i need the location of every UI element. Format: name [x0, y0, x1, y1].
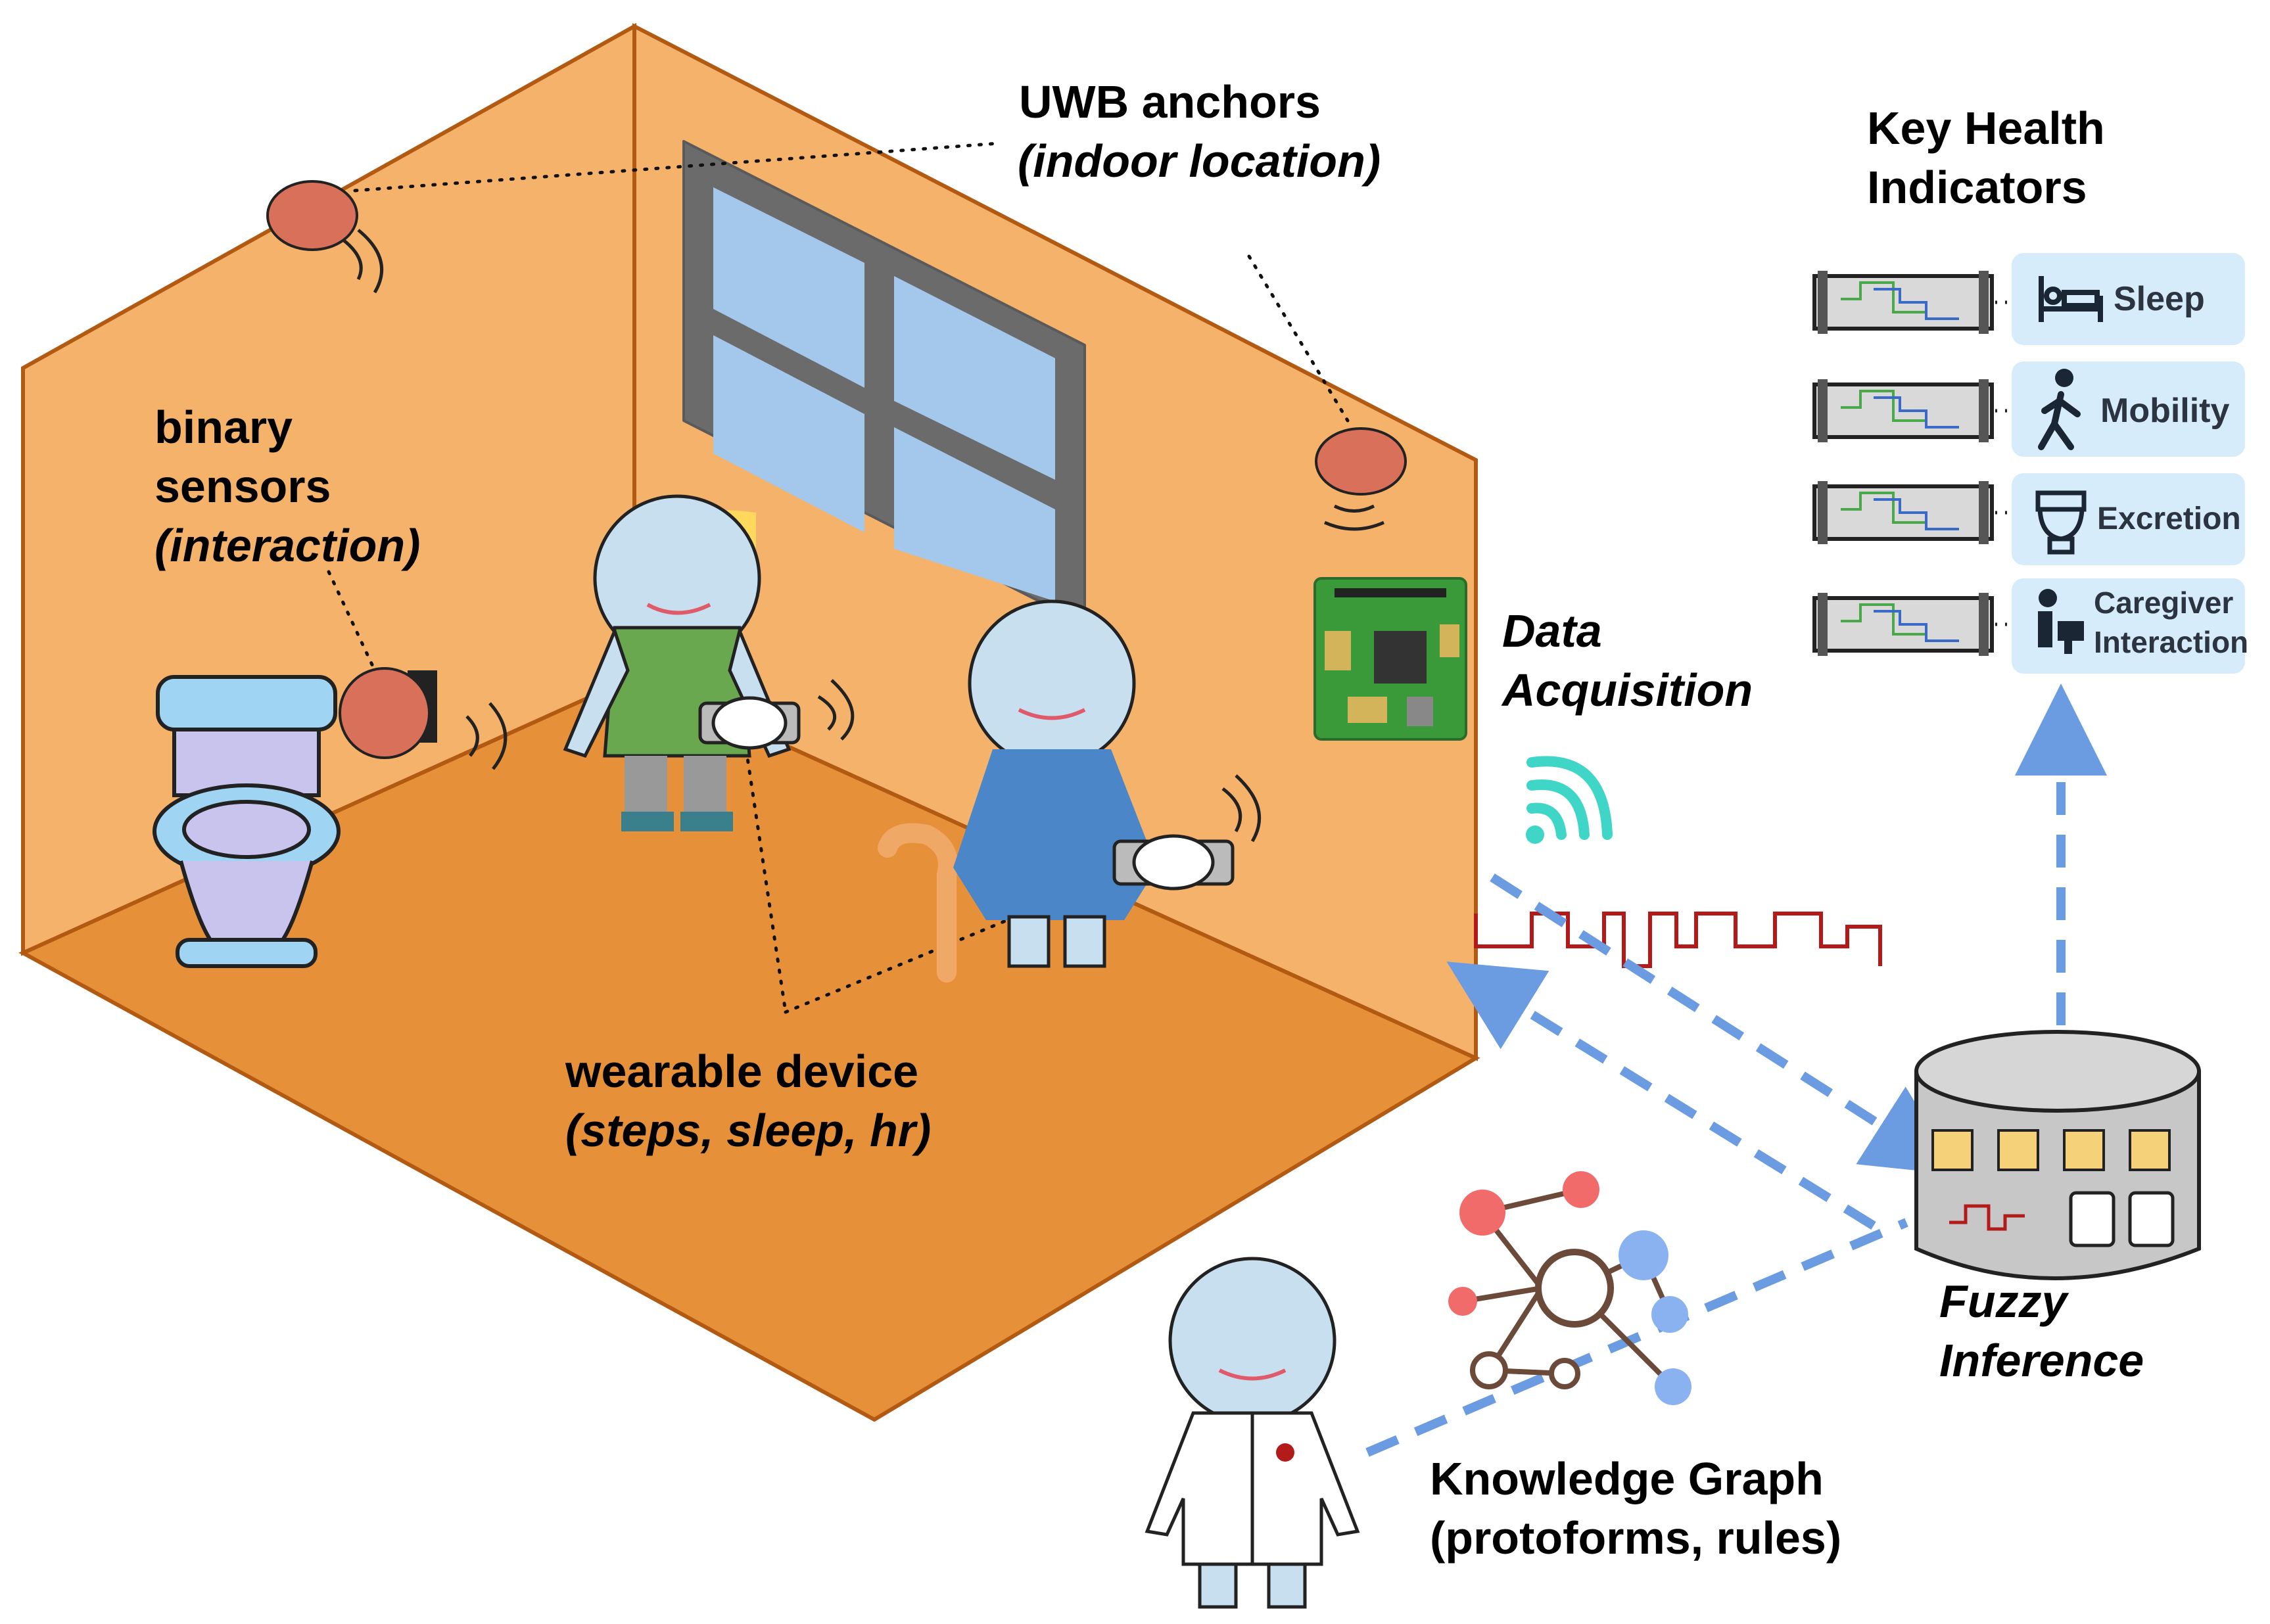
uwb-anchor-right	[1315, 427, 1407, 531]
data-acquisition-label-1: Data	[1502, 605, 1602, 657]
clinician-person	[1145, 1257, 1360, 1609]
indicator-card-mobility	[2012, 361, 2245, 457]
floor	[18, 674, 1480, 1422]
uwb-anchor-left	[266, 180, 384, 294]
walking-person-icon	[2038, 369, 2081, 450]
toilet-icon	[2035, 490, 2087, 555]
indicator-label-excretion: Excretion	[2097, 501, 2241, 536]
signal-waveform	[1474, 912, 1882, 968]
uwb-anchors-subtitle: (indoor location)	[1018, 135, 1381, 187]
binary-sensors-subtitle: (interaction)	[154, 520, 421, 571]
window	[682, 140, 1086, 626]
uwb-anchors-title: UWB anchors	[1019, 76, 1321, 128]
dotted-connectors	[327, 141, 1350, 1014]
wearable-device-subtitle: (steps, sleep, hr)	[565, 1105, 932, 1156]
wearable-device-title: wearable device	[565, 1046, 918, 1097]
caregiver-icon	[2038, 589, 2084, 654]
knowledge-graph-subtitle: (protoforms, rules)	[1430, 1512, 1842, 1564]
fuzzy-inference-label-2: Inference	[1939, 1335, 2144, 1386]
binary-sensor	[339, 667, 508, 770]
indicator-card-sleep	[2012, 253, 2245, 345]
binary-sensors-title: binary	[154, 402, 293, 453]
indicator-charts	[1812, 271, 1994, 656]
indicator-label-caregiver: Caregiver	[2094, 586, 2234, 620]
indicator-connectors	[1995, 300, 2012, 626]
indicator-chart-caregiver	[1812, 593, 1994, 656]
binary-sensors-title-2: sensors	[154, 461, 331, 512]
key-health-indicators-title-2: Indicators	[1867, 162, 2087, 213]
data-flow-arrows	[1365, 684, 2107, 1457]
key-health-indicators-title: Key Health	[1867, 103, 2105, 154]
indicator-chart-excretion	[1812, 481, 1994, 544]
indicator-label-mobility: Mobility	[2100, 392, 2230, 430]
indicator-chart-sleep	[1812, 271, 1994, 334]
knowledge-graph-icon	[1448, 1171, 1691, 1405]
resident-person-2	[878, 599, 1262, 983]
indicator-chart-mobility	[1812, 379, 1994, 442]
resident-person-1	[563, 494, 855, 831]
data-acquisition-label-2: Acquisition	[1502, 664, 1753, 716]
data-acquisition-board	[1313, 577, 1467, 741]
knowledge-graph-title: Knowledge Graph	[1430, 1453, 1824, 1504]
toilet-illustration	[153, 675, 341, 968]
indicator-label-sleep: Sleep	[2114, 280, 2205, 318]
fuzzy-inference-label-1: Fuzzy	[1939, 1276, 2068, 1327]
bed-icon	[2039, 276, 2103, 322]
fuzzy-inference-database	[1914, 1030, 2201, 1280]
indicator-label-caregiver-2: Interaction	[2094, 625, 2249, 659]
wifi-icon	[1526, 756, 1613, 844]
